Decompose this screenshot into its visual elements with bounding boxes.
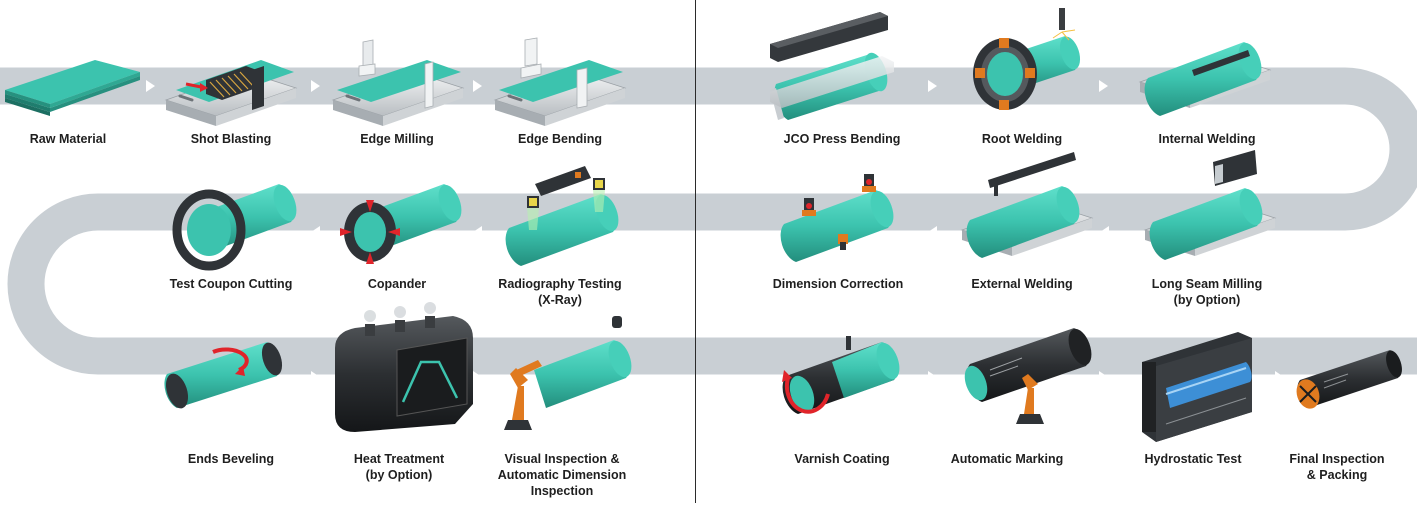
heat-treatment-furnace-icon	[335, 302, 473, 432]
step-label-test-coupon-cutting: Test Coupon Cutting	[169, 277, 293, 291]
step-label-external-welding: External Welding	[971, 277, 1073, 291]
varnish-coating-icon	[782, 336, 900, 414]
step-label-heat-treatment: Heat Treatment (by Option)	[353, 452, 445, 482]
x-ray-icon	[505, 166, 619, 266]
arrow-right-icon	[1099, 80, 1108, 92]
step-label-edge-milling: Edge Milling	[360, 132, 434, 146]
copander-icon	[340, 184, 462, 264]
coupon-cutting-icon	[172, 184, 297, 271]
shot-blasting-machine-icon	[164, 60, 298, 128]
hydrostatic-test-icon	[1142, 332, 1252, 442]
step-label-varnish-coating: Varnish Coating	[794, 452, 890, 466]
inspection-robot-icon	[504, 316, 632, 430]
dimension-correction-icon	[780, 174, 894, 262]
edge-bending-machine-icon	[493, 37, 627, 128]
external-welding-icon	[960, 152, 1094, 258]
arrow-right-icon	[311, 80, 320, 92]
plate-stack-icon	[5, 60, 140, 116]
arrow-right-icon	[928, 80, 937, 92]
edge-milling-machine-icon	[331, 39, 465, 128]
step-label-ends-beveling: Ends Beveling	[187, 452, 275, 466]
arrow-right-icon	[1275, 371, 1284, 383]
step-label-radiography-testing: Radiography Testing (X-Ray)	[498, 277, 622, 307]
step-label-copander: Copander	[367, 277, 427, 291]
arrow-down-icon	[56, 298, 68, 307]
arrow-left-icon	[473, 226, 482, 238]
arrow-right-icon	[146, 80, 155, 92]
step-label-root-welding: Root Welding	[981, 132, 1063, 146]
arrow-left-icon	[1100, 226, 1109, 238]
step-label-long-seam-milling: Long Seam Milling (by Option)	[1151, 277, 1263, 307]
arrow-left-icon	[311, 226, 320, 238]
press-bending-icon	[770, 12, 894, 120]
step-label-jco-press-bending: JCO Press Bending	[783, 132, 901, 146]
seam-milling-icon	[1143, 150, 1277, 260]
step-label-dimension-correction: Dimension Correction	[772, 277, 904, 291]
arrow-right-icon	[1099, 371, 1108, 383]
step-label-raw-material: Raw Material	[29, 132, 107, 146]
arrow-right-icon	[473, 80, 482, 92]
flow-track	[0, 67, 1417, 375]
marking-robot-icon	[964, 328, 1092, 424]
root-welding-icon	[973, 8, 1081, 110]
section-divider	[695, 0, 696, 503]
internal-welding-icon	[1138, 42, 1272, 116]
step-label-shot-blasting: Shot Blasting	[190, 132, 272, 146]
arrow-right-icon	[473, 371, 482, 383]
arrow-left-icon	[928, 226, 937, 238]
step-label-visual-inspection: Visual Inspection & Automatic Dimension …	[497, 452, 627, 498]
arrow-right-icon	[928, 371, 937, 383]
arrow-right-icon	[311, 371, 320, 383]
step-label-edge-bending: Edge Bending	[517, 132, 603, 146]
arrow-down-icon	[1359, 154, 1371, 163]
beveling-icon	[164, 342, 283, 409]
step-label-internal-welding: Internal Welding	[1158, 132, 1256, 146]
step-label-hydrostatic-test: Hydrostatic Test	[1144, 452, 1242, 466]
step-label-automatic-marking: Automatic Marking	[950, 452, 1064, 466]
step-label-final-inspection: Final Inspection & Packing	[1289, 452, 1385, 482]
flow-arrows	[56, 80, 1371, 383]
final-pipe-icon	[1296, 350, 1402, 409]
